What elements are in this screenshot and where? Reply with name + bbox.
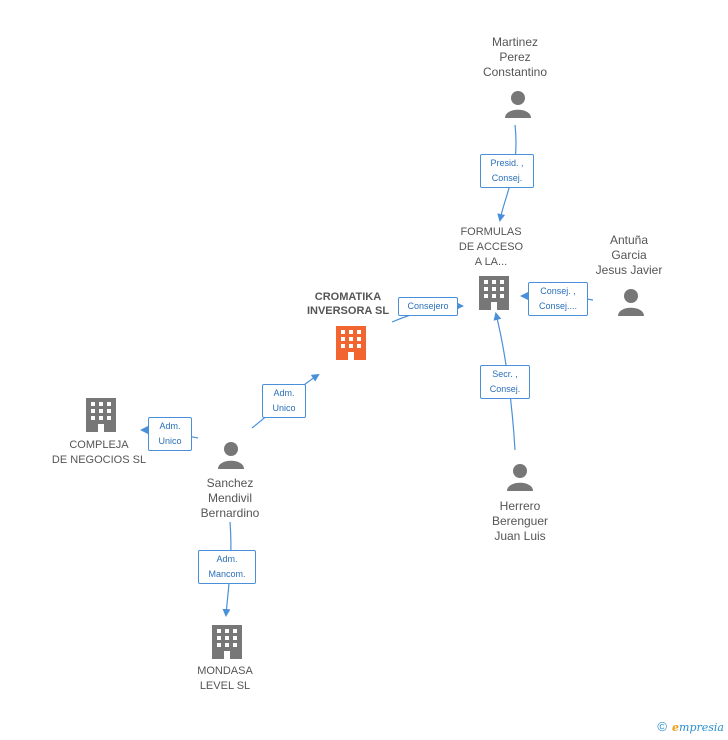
person-label-martinez[interactable]: Martinez Perez Constantino [482, 35, 548, 79]
person-icon [507, 464, 533, 491]
company-label-compleja[interactable]: COMPLEJA DE NEGOCIOS SL [51, 439, 147, 466]
company-label-mondasa[interactable]: MONDASA LEVEL SL [197, 665, 253, 692]
person-label-sanchez[interactable]: Sanchez Mendivil Bernardino [200, 476, 260, 520]
brand-rest: mpresia [679, 721, 724, 734]
building-icon [336, 326, 366, 360]
building-icon [86, 398, 116, 432]
brand-logo: empresia [672, 721, 724, 734]
brand-initial: e [672, 721, 680, 734]
person-icon [505, 91, 531, 118]
footer-brand[interactable]: © empresia [657, 719, 724, 734]
edge-label-sanchez-center: Adm. Unico [262, 384, 306, 418]
building-icon [212, 625, 242, 659]
edge-label-sanchez-mondasa: Adm. Mancom. [198, 550, 256, 584]
edge-label-center-formulas: Consejero [398, 297, 458, 316]
edge-label-martinez-formulas: Presid. , Consej. [480, 154, 534, 188]
person-icon [618, 289, 644, 316]
person-label-antuna[interactable]: Antuña Garcia Jesus Javier [595, 233, 663, 277]
edge-label-antuna-formulas: Consej. , Consej.... [528, 282, 588, 316]
building-icon [479, 276, 509, 310]
company-label-formulas[interactable]: FORMULAS DE ACCESO A LA... [458, 226, 524, 268]
company-label-center[interactable]: CROMATIKA INVERSORA SL [306, 291, 390, 317]
person-icon [218, 442, 244, 469]
copyright-icon: © [657, 719, 667, 734]
person-label-herrero[interactable]: Herrero Berenguer Juan Luis [491, 499, 549, 543]
edge-label-sanchez-compleja: Adm. Unico [148, 417, 192, 451]
edge-label-herrero-formulas: Secr. , Consej. [480, 365, 530, 399]
